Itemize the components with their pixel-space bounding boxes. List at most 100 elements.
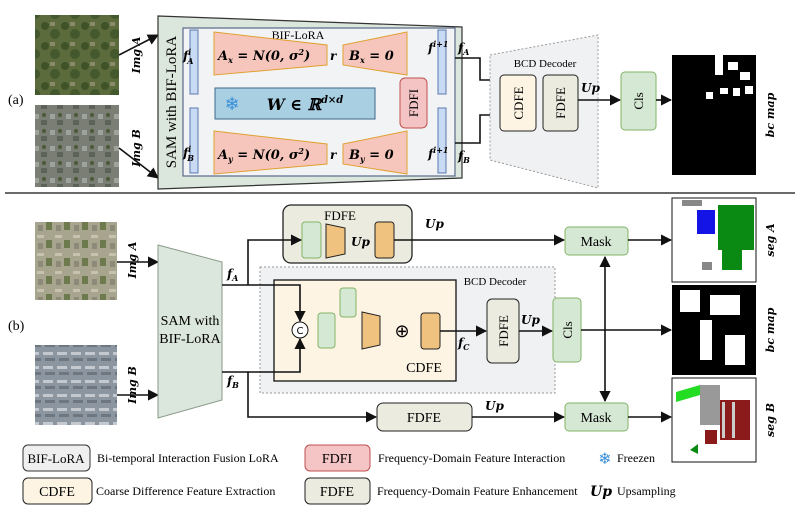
legend-fdfe-key: FDFE — [320, 485, 354, 500]
legend: BIF-LoRA Bi-temporal Interaction Fusion … — [22, 444, 676, 505]
bc-map-label-a: bc map — [764, 92, 777, 137]
sam-with-bif-lora-label: SAM with BIF-LoRA — [164, 36, 180, 169]
cdfe-green-block-1 — [317, 312, 336, 349]
legend-up-text: Upsampling — [617, 484, 676, 498]
legend-cdfe-box — [22, 477, 93, 505]
bif-lora-title: BIF-LoRA — [272, 28, 325, 42]
lora-a-y-down-projection — [213, 130, 328, 175]
feature-b-in-bar — [189, 107, 199, 174]
up-mid-label: Up — [521, 313, 540, 327]
fdfe-block-a — [542, 74, 579, 132]
rank-r-top: r — [330, 49, 338, 63]
seg-b-output — [671, 377, 757, 463]
seg-a-output — [671, 197, 757, 283]
arrow-fa-to-fdfe-top — [247, 234, 303, 285]
arrow-fb-to-fdfe-bottom — [247, 372, 378, 423]
img-a-label: Img A — [130, 36, 143, 74]
add-op: ⊕ — [394, 321, 409, 342]
cdfe-label-b: CDFE — [406, 361, 442, 376]
legend-fdfe-text: Frequency-Domain Feature Enhancement — [377, 484, 578, 498]
cdfe-orange-block — [420, 312, 441, 350]
fdfe-top-orange-block — [374, 221, 395, 259]
img-b-label-b: Img B — [126, 366, 139, 405]
fb-label-b: fB — [226, 374, 239, 390]
legend-bif-lora-text: Bi-temporal Interaction Fusion LoRA — [97, 451, 279, 465]
up-bottom-label: Up — [485, 399, 504, 413]
sam-label-line1: SAM with — [161, 314, 220, 329]
up-label-a: Up — [581, 81, 600, 95]
b-y-formula: By = 0 — [348, 148, 394, 164]
cdfe-green-block-2 — [339, 287, 357, 318]
part-b-label: (b) — [8, 319, 25, 334]
feature-b-out-bar — [437, 107, 447, 174]
arrow-img-a — [118, 34, 159, 56]
lora-b-y-up-projection — [342, 130, 408, 175]
legend-bif-lora-key: BIF-LoRA — [27, 451, 85, 466]
fc-label: fC — [457, 336, 470, 352]
legend-fdfi-key: FDFI — [322, 452, 353, 467]
fdfe-bottom-label: FDFE — [407, 411, 441, 426]
feature-a-in-bar — [189, 29, 199, 95]
img-a-label-b: Img A — [126, 241, 139, 279]
snowflake-icon: ❄ — [598, 449, 611, 468]
f-b-out-label: fB — [457, 149, 470, 165]
cls-block-a — [620, 71, 657, 131]
f-b-next-label: fi+1 — [427, 145, 448, 161]
bc-map-output-b — [672, 285, 756, 375]
cdfe-trapezoid — [361, 311, 381, 350]
image-b-thumbnail-b — [35, 345, 117, 425]
fdfi-label: FDFI — [406, 89, 421, 117]
cdfe-label-a: CDFE — [511, 86, 526, 119]
cls-label-b: Cls — [560, 321, 575, 338]
fdfe-label-a: FDFE — [553, 87, 568, 119]
f-a-out-label: fA — [457, 41, 469, 57]
cls-label-a: Cls — [631, 92, 646, 109]
a-x-formula: Ax = N(0, σ2) — [216, 47, 310, 65]
lora-a-x-down-projection — [213, 31, 328, 76]
seg-b-label: seg B — [764, 403, 777, 437]
a-y-formula: Ay = N(0, σ2) — [216, 146, 310, 164]
legend-cdfe-text: Coarse Difference Feature Extraction — [96, 484, 275, 498]
bc-map-output-a — [672, 55, 756, 175]
sam-encoder-b — [157, 244, 223, 419]
concat-label: C — [297, 326, 304, 337]
frozen-weight-block — [214, 87, 376, 120]
f-a-next-label: fi+1 — [427, 39, 448, 55]
up-top-label: Up — [425, 217, 444, 231]
fdfi-block — [399, 77, 428, 129]
image-a-thumbnail-b — [35, 222, 117, 300]
mask-block-top — [564, 226, 629, 256]
fdfe-top-trapezoid — [325, 223, 346, 259]
cdfe-block-a — [499, 74, 537, 132]
image-b-thumbnail — [35, 105, 119, 187]
fdfe-top-label: FDFE — [324, 208, 356, 223]
b-x-formula: Bx = 0 — [348, 49, 394, 65]
legend-bif-lora-box — [22, 444, 91, 472]
legend-fdfe-box — [304, 477, 371, 505]
sam-label-line2: BIF-LoRA — [159, 332, 221, 347]
part-a-label: (a) — [8, 93, 24, 108]
mask-top-label: Mask — [580, 235, 611, 250]
lora-b-x-up-projection — [342, 31, 408, 76]
feature-a-out-bar — [437, 29, 447, 95]
fdfe-top-green-block — [301, 221, 322, 259]
bc-map-label-b: bc map — [764, 307, 777, 352]
arrow-img-b — [118, 147, 159, 179]
legend-freezen-text: Freezen — [617, 451, 655, 465]
mask-bottom-label: Mask — [580, 411, 611, 426]
seg-a-label: seg A — [764, 223, 777, 257]
legend-up-symbol: Up — [590, 484, 612, 500]
bcd-decoder-a-label: BCD Decoder — [514, 58, 577, 70]
bcd-decoder-b-label: BCD Decoder — [464, 276, 527, 288]
legend-fdfi-box — [304, 444, 371, 472]
fa-label-b: fA — [226, 267, 238, 283]
fdfe-top-up-label: Up — [351, 235, 370, 249]
w-formula: W ∈ ℝd×d — [267, 95, 344, 114]
snowflake-icon: ❄ — [224, 94, 239, 115]
legend-cdfe-key: CDFE — [39, 485, 75, 500]
rank-r-bottom: r — [330, 148, 338, 162]
legend-fdfi-text: Frequency-Domain Feature Interaction — [378, 451, 565, 465]
